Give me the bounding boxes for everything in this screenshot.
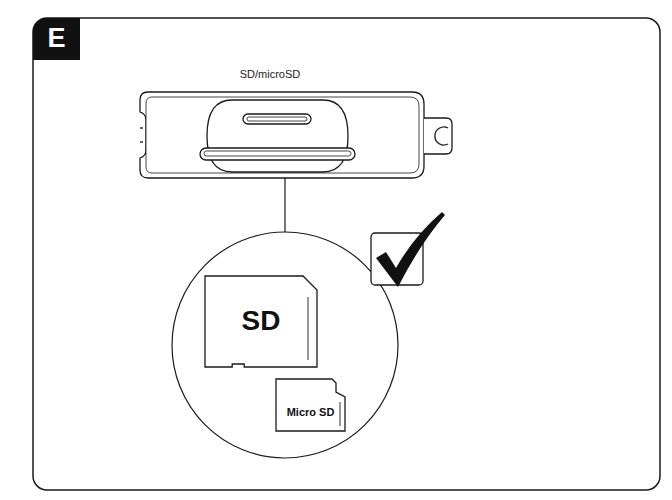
panel-frame — [33, 18, 660, 490]
slot-caption: SD/microSD — [240, 68, 301, 80]
microsd-card-outline — [275, 378, 346, 432]
section-letter: E — [33, 18, 80, 60]
section-letter-label: E — [47, 24, 65, 54]
sd-card-label: SD — [242, 306, 281, 337]
sd-card: SD — [204, 275, 318, 368]
microsd-card-edge-line — [340, 402, 341, 426]
magnifier-circle — [172, 232, 398, 458]
check-mark — [376, 212, 445, 287]
card-reader — [140, 92, 452, 178]
microsd-card-shell — [276, 379, 345, 431]
leader-line — [284, 178, 285, 232]
sd-card-edge-line — [308, 297, 309, 360]
microsd-card: Micro SD — [275, 378, 346, 432]
microsd-card-label: Micro SD — [287, 406, 335, 418]
sd-card-shell — [205, 276, 317, 367]
